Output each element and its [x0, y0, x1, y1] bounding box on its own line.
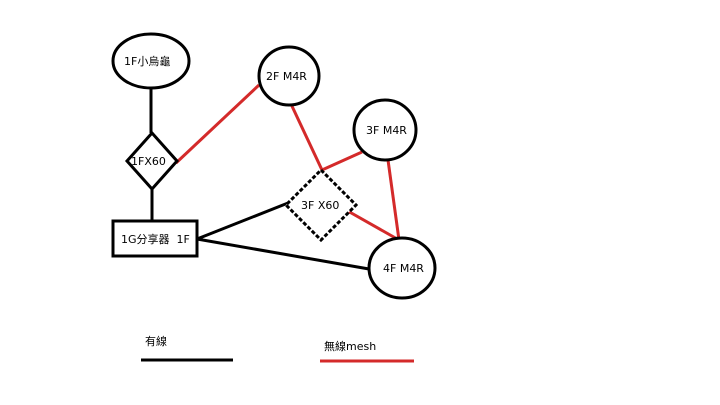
m4r-2f-label: 2F M4R	[266, 70, 307, 83]
m4r-3f-label: 3F M4R	[366, 124, 407, 137]
switch-1f-label: 1G分享器 1F	[121, 232, 190, 246]
switch-1f-shape	[111, 219, 199, 258]
edge-x60-1f-to-m4r-2f	[174, 83, 261, 165]
edge-switch-1f-to-x60-3f	[196, 201, 289, 241]
router-1f-shape	[111, 32, 191, 90]
m4r-4f-shape	[367, 236, 437, 300]
node-m4r-4f: 4F M4R	[367, 236, 437, 300]
edge-switch-1f-to-m4r-4f	[196, 237, 370, 271]
legend: 有線 無線mesh	[141, 334, 414, 363]
m4r-4f-label: 4F M4R	[383, 262, 424, 275]
x60-1f-label: 1FX60	[131, 155, 166, 168]
m4r-3f-shape	[352, 98, 418, 162]
edge-m4r-3f-to-m4r-4f	[386, 159, 401, 241]
node-m4r-3f: 3F M4R	[352, 98, 418, 162]
edge-m4r-2f-to-x60-3f	[289, 103, 324, 171]
router-1f-label: 1F小烏龜	[124, 54, 170, 68]
edge-x60-3f-to-m4r-3f	[321, 150, 363, 172]
m4r-2f-shape	[257, 45, 321, 107]
x60-3f-shape	[283, 167, 359, 243]
x60-3f-label: 3F X60	[301, 199, 339, 212]
edge-x60-3f-to-m4r-4f	[345, 208, 400, 242]
legend-wireless-label: 無線mesh	[324, 339, 376, 353]
legend-wired-label: 有線	[145, 334, 167, 348]
node-m4r-2f: 2F M4R	[257, 45, 321, 107]
x60-1f-shape	[124, 130, 180, 192]
node-router-1f: 1F小烏龜	[111, 32, 191, 90]
edges-layer	[149, 83, 401, 271]
node-x60-1f: 1FX60	[124, 130, 180, 192]
node-x60-3f: 3F X60	[283, 167, 359, 243]
node-switch-1f: 1G分享器 1F	[111, 219, 199, 258]
